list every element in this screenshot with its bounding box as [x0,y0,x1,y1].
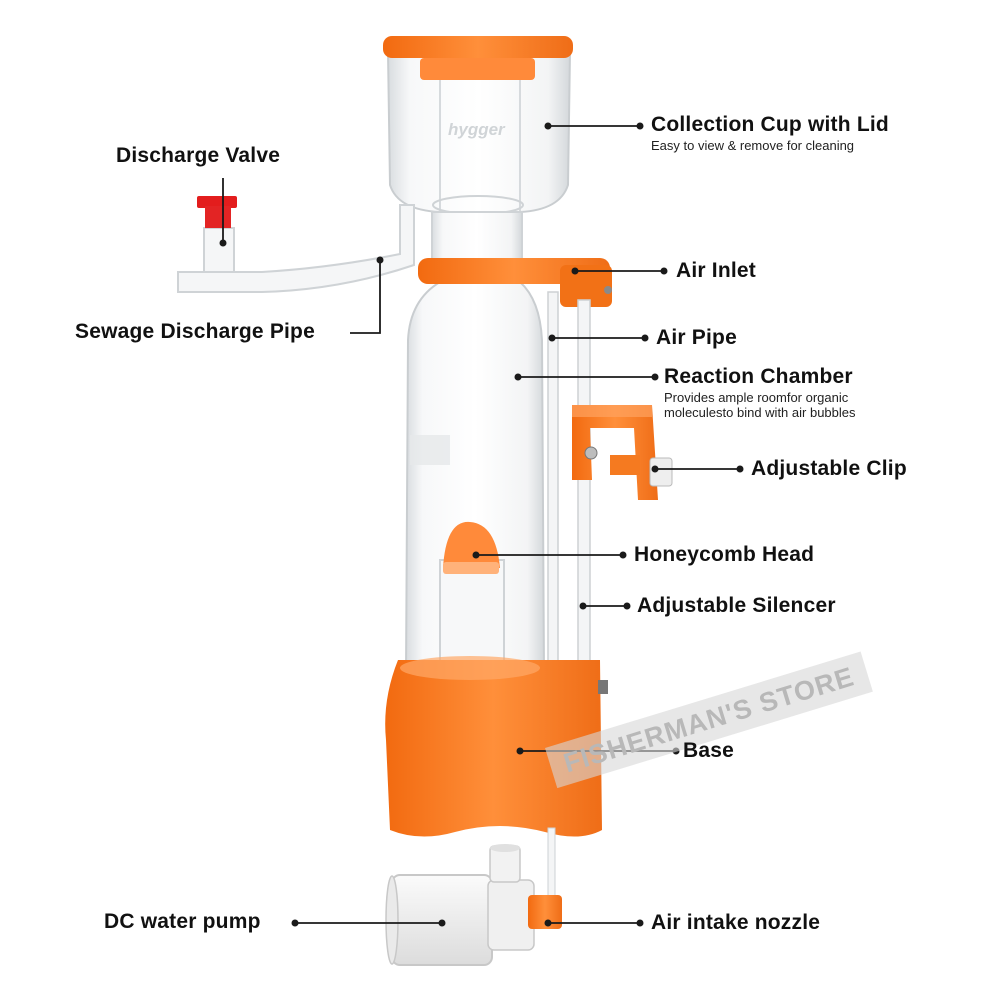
leader-sewage-pipe [350,260,381,334]
label-base: Base [683,739,735,762]
label-honeycomb-head: Honeycomb Head [634,543,815,566]
label-collection-cup: Collection Cup with Lid [651,113,889,136]
adjustable-clip-shape [572,405,673,500]
label-discharge-valve: Discharge Valve [116,144,281,167]
desc-reaction-chamber-1: Provides ample roomfor organic [664,390,849,405]
label-reaction-chamber: Reaction Chamber [664,365,853,388]
honeycomb-head-shape [439,521,505,671]
label-dc-pump: DC water pump [104,910,261,933]
dc-pump-shape [385,844,535,966]
desc-collection-cup: Easy to view & remove for cleaning [651,138,855,153]
sewage-pipe-shape [177,204,415,293]
base-shape [385,656,608,837]
desc-reaction-chamber-2: moleculesto bind with air bubbles [664,405,856,420]
label-air-intake: Air intake nozzle [651,911,821,934]
air-pipe-right [577,299,591,665]
label-air-pipe: Air Pipe [656,326,737,349]
intake-tube [547,827,556,899]
air-pipe-left [547,291,559,665]
label-sewage-pipe: Sewage Discharge Pipe [75,320,315,343]
air-intake-nozzle-shape [528,895,562,929]
label-air-inlet: Air Inlet [676,259,756,282]
air-inlet-collar [418,258,612,307]
label-adjustable-silencer: Adjustable Silencer [637,594,836,617]
brand-mark: hygger [448,120,506,139]
lid [383,36,573,80]
neck [431,211,523,263]
discharge-valve-shape [197,196,237,228]
label-adjustable-clip: Adjustable Clip [751,457,907,480]
